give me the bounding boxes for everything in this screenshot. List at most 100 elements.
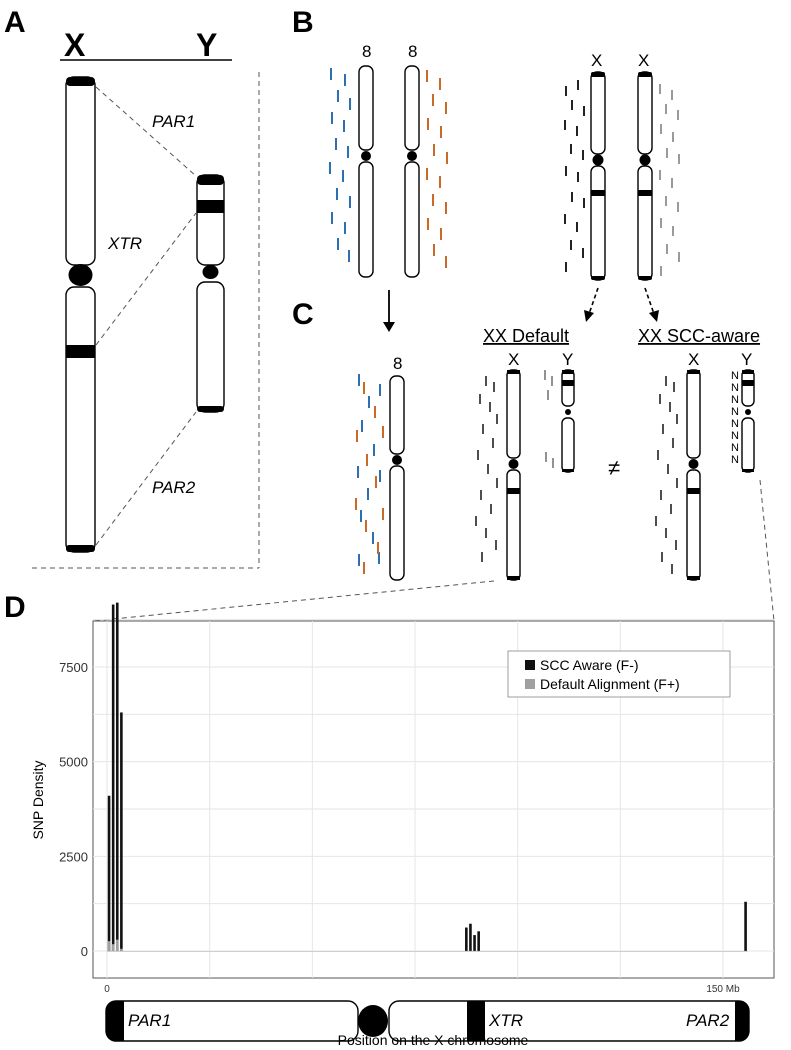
aware-x-par2 [687,576,700,580]
chr8-merged-p-arm [389,375,405,455]
y-par2-band [197,406,224,412]
aware-x-label: X [688,350,699,369]
y-tick-label-0: 0 [81,944,88,959]
default-y-q-arm [561,417,575,473]
x-par2-band [66,545,95,552]
y-chrom-p-arm [196,174,225,266]
panel-d-letter: D [4,591,26,624]
chr8-right-p-arm [404,65,420,151]
n-mask-1: N [731,370,739,382]
n-mask-5: N [731,418,739,430]
y-tick-label-5000: 5000 [59,755,88,770]
ideogram-par1-label: PAR1 [128,1011,171,1030]
y-chrom-q-arm [196,281,225,413]
chrX-left: X [590,51,606,281]
bar-default-alignment [120,948,123,951]
bar-scc-aware [465,927,468,951]
xx-scc-aware-title: XX SCC-aware [638,326,760,346]
panel-c-letter: C [292,298,314,331]
default-y-p-arm [561,369,575,407]
aware-y-chrom: Y [741,350,755,473]
reads-default-x [475,376,498,562]
n-mask-2: N [731,382,739,394]
chr8-merged: 8 [389,354,405,581]
default-x-chrom: X [506,350,521,581]
default-y-par1 [562,370,574,374]
default-y-chrom: Y [561,350,575,473]
arrow-chr8 [383,290,395,332]
chrX-left-xtr [591,190,605,196]
aware-x-q-arm [686,469,701,581]
chrX-right-p-arm [637,71,653,155]
ideogram-xtr-label: XTR [488,1011,523,1030]
reads-grey-b [659,84,680,276]
chrX-right-q-arm [637,165,653,281]
y-xtr-band [197,200,224,213]
par2-connector [95,411,197,546]
not-equal-symbol: ≠ [608,455,620,480]
default-x-par1 [507,370,520,374]
n-mask-6: N [731,430,739,442]
legend-label-scc-aware: SCC Aware (F-) [540,657,639,673]
xtr-connector [95,212,197,346]
ideogram-par2-band [735,1001,749,1041]
x-par1-band [66,77,95,86]
bar-scc-aware [120,712,123,951]
default-x-label: X [508,350,519,369]
chr8-right: 8 [404,42,420,278]
x-tick-label-end: 150 Mb [706,984,740,995]
aware-y-centromere [745,409,751,415]
aware-x-centromere [688,459,699,469]
legend-swatch-scc-aware [525,660,535,670]
panel-b-letter: B [292,6,314,39]
default-x-centromere [508,459,519,469]
chrX-right-par2 [638,276,652,280]
legend-label-default: Default Alignment (F+) [540,676,680,692]
x-chrom-p-arm [65,76,96,266]
panel-a-letter: A [4,6,26,39]
bar-default-alignment [115,939,119,951]
aware-y-xtr [742,380,754,386]
bar-scc-aware [115,602,119,951]
chrX-left-q-arm [590,165,606,281]
default-y-centromere [565,409,571,415]
chrX-right-xtr [638,190,652,196]
ideogram-par1-band [106,1001,124,1041]
x-chrom-q-arm [65,286,96,553]
xx-default-title: XX Default [483,326,569,346]
default-y-xtr [562,380,574,386]
aware-x-par1 [687,370,700,374]
chr8-left-label: 8 [362,42,371,61]
x-tick-label-start: 0 [104,984,110,995]
chrX-left-label: X [591,51,602,70]
y-axis: 0 2500 5000 7500 SNP Density [30,660,88,959]
aware-y-label: Y [741,350,752,369]
y-par1-band [197,175,224,185]
par1-connector [95,86,197,177]
arrow-to-default [584,287,599,322]
chrX-left-par1 [591,72,605,77]
chrX-right-centromere [639,154,651,166]
reads-merged-blue [357,374,381,566]
zoom-connector-left [92,580,495,622]
default-y-label: Y [562,350,573,369]
x-centromere [68,264,93,286]
chrX-left-p-arm [590,71,606,155]
chrX-right-label: X [638,51,649,70]
par2-label: PAR2 [152,478,196,497]
default-x-p-arm [506,369,521,459]
y-centromere [202,265,219,279]
chrX-right: X [637,51,653,281]
bar-scc-aware [477,931,480,951]
legend: SCC Aware (F-) Default Alignment (F+) [507,650,731,698]
chr8-right-q-arm [404,161,420,278]
panel-d: D 0 2500 5000 7500 SNP Density 0 150 Mb … [4,479,775,1048]
reads-orange-b [426,70,448,268]
panel-a: A X Y PAR1 XTR PAR2 [4,6,260,569]
panel-c: C 8 XX Default [292,287,760,581]
ideogram-xtr-band [467,1001,485,1041]
chrX-right-par1 [638,72,652,77]
bar-scc-aware [469,923,472,951]
y-axis-label: SNP Density [30,760,46,839]
